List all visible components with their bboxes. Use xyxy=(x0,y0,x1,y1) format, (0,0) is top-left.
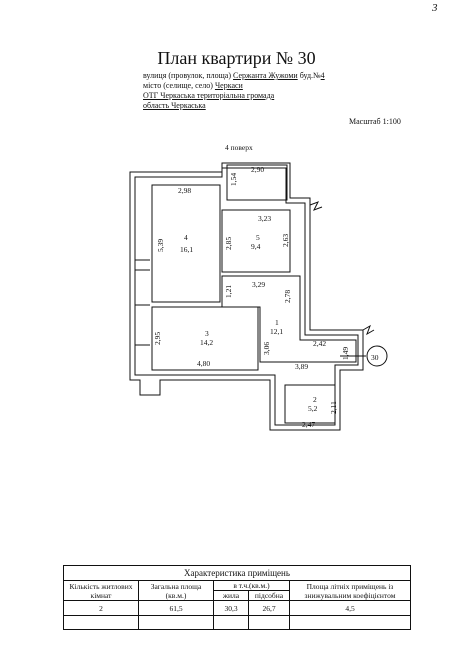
floor-label: 4 поверх xyxy=(225,143,253,152)
rooms-characteristics-table: Характеристика приміщень Кількість житло… xyxy=(63,565,411,630)
building-prefix: буд.№ xyxy=(299,71,321,80)
cell-living: 30,3 xyxy=(213,600,249,616)
header-auxiliary: підсобна xyxy=(248,590,290,601)
inner-outline xyxy=(134,167,359,426)
room-2-number: 2 xyxy=(313,395,317,404)
building-number: 4 xyxy=(320,71,325,80)
address-city-line: місто (селище, село) Черкаси xyxy=(143,81,243,91)
header-living: жила xyxy=(213,590,249,601)
dim-label: 2,42 xyxy=(313,339,326,348)
room-5-outline xyxy=(221,209,291,273)
dim-label: 2,90 xyxy=(251,165,264,174)
scale-label: Масштаб 1:100 xyxy=(349,117,401,126)
break-marker xyxy=(309,201,323,211)
city-prefix: місто (селище, село) xyxy=(143,81,213,90)
cell-total-area: 61,5 xyxy=(138,600,214,616)
city-name: Черкаси xyxy=(214,81,243,90)
empty-cell xyxy=(248,615,290,630)
dim-label: 2,63 xyxy=(281,234,290,247)
dim-label: 3,23 xyxy=(258,214,271,223)
address-street-line: вулиця (провулок, площа) Сержанта Жужоми… xyxy=(143,71,325,81)
cell-rooms-count: 2 xyxy=(63,600,139,616)
dim-label: 2,78 xyxy=(283,290,292,303)
room-3-area: 14,2 xyxy=(200,338,213,347)
room-5-number: 5 xyxy=(256,233,260,242)
header-rooms-count: Кількість житлових кімнат xyxy=(63,580,139,601)
header-summer-area: Площа літніх приміщень із знижувальним к… xyxy=(289,580,411,601)
street-prefix: вулиця (провулок, площа) xyxy=(143,71,232,80)
room-1-area: 12,1 xyxy=(270,327,283,336)
room-4-outline xyxy=(151,184,221,303)
empty-cell xyxy=(138,615,214,630)
dim-label: 2,47 xyxy=(302,420,315,429)
dim-label: 5,39 xyxy=(156,239,165,252)
room-2-area: 5,2 xyxy=(308,404,318,413)
room-2-outline xyxy=(284,384,336,424)
table-caption: Характеристика приміщень xyxy=(63,565,411,581)
room-4-area: 16,1 xyxy=(180,245,193,254)
page-number: 3 xyxy=(432,2,438,14)
apartment-tag-circle xyxy=(366,345,388,367)
dim-label: 4,80 xyxy=(197,359,210,368)
outer-wall xyxy=(129,162,364,431)
empty-cell xyxy=(289,615,411,630)
cell-summer-area: 4,5 xyxy=(289,600,411,616)
cell-auxiliary: 26,7 xyxy=(248,600,290,616)
dim-label: 1,54 xyxy=(229,173,238,186)
dim-label: 3,89 xyxy=(295,362,308,371)
dim-label: 1,21 xyxy=(224,285,233,298)
dim-label: 2,98 xyxy=(178,186,191,195)
empty-cell xyxy=(213,615,249,630)
apartment-tag-number: 30 xyxy=(371,353,379,362)
room-1-outline xyxy=(221,275,357,363)
dim-label: 2,11 xyxy=(329,401,338,414)
dim-label: 2,95 xyxy=(153,332,162,345)
dim-label: 3,29 xyxy=(252,280,265,289)
street-name: Сержанта Жужоми xyxy=(233,71,298,80)
dim-label: 3,06 xyxy=(262,342,271,355)
page-title: План квартири № 30 xyxy=(157,48,316,68)
empty-cell xyxy=(63,615,139,630)
header-incl: в т.ч.(кв.м.) xyxy=(213,580,290,591)
community-line: ОТГ Черкаська територіальна громада xyxy=(143,91,275,100)
room-3-outline xyxy=(151,306,259,371)
nook-outline xyxy=(226,164,288,201)
dim-label: 1,49 xyxy=(341,347,350,360)
break-marker xyxy=(362,324,375,336)
room-4-number: 4 xyxy=(184,233,188,242)
room-5-area: 9,4 xyxy=(251,242,261,251)
floor-plan: 30 4 16,1 5 9,4 1 12,1 3 14,2 2 5,2 2,90… xyxy=(129,162,388,431)
room-3-number: 3 xyxy=(205,329,209,338)
region-line: область Черкаська xyxy=(143,101,206,110)
dim-label: 2,85 xyxy=(224,237,233,250)
room-1-number: 1 xyxy=(275,318,279,327)
header-total-area: Загальна площа (кв.м.) xyxy=(138,580,214,601)
